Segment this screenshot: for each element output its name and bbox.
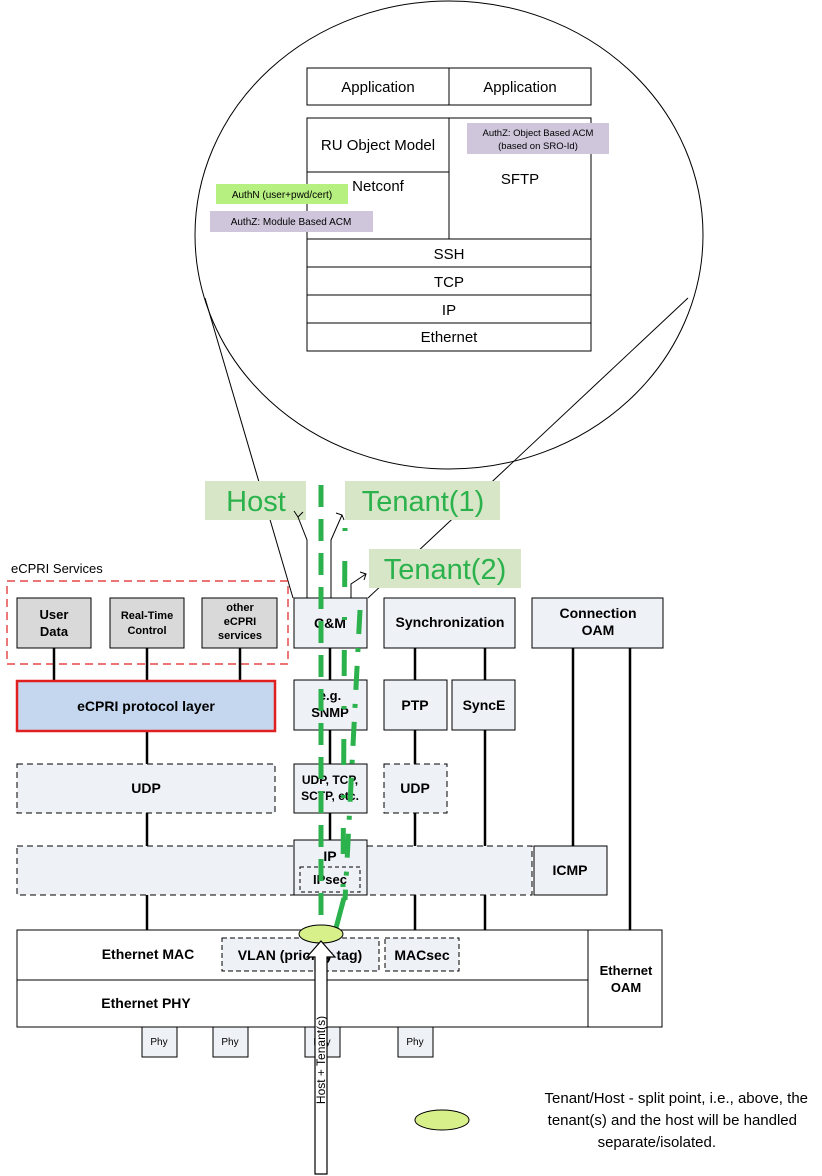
udp-tcp-line1: UDP, TCP,: [302, 773, 358, 787]
phy-box-2: [212, 1026, 249, 1058]
zoom-ip: IP: [442, 302, 456, 319]
tenant2-label-bg: [369, 549, 521, 588]
tenant1-label: Tenant(1): [362, 486, 485, 518]
zoom-ru-object-model: RU Object Model: [321, 137, 435, 154]
zoom-ssh: SSH: [434, 246, 465, 263]
udp-right-label: UDP: [400, 780, 430, 796]
ipsec-block: [299, 866, 361, 893]
zoom-netconf: Netconf: [352, 178, 405, 195]
zoom-sftp: SFTP: [501, 171, 539, 188]
ethernet-oam-line1: Ethernet: [600, 963, 653, 978]
icmp-block: [533, 845, 608, 896]
vlan-label: VLAN (priority tag): [238, 947, 362, 963]
other-services-line2: eCPRI: [224, 616, 256, 628]
synce-label: SyncE: [463, 697, 506, 713]
authz-object-line2: (based on SRO-Id): [498, 141, 578, 152]
cm-block: [293, 597, 368, 649]
authz-module-label: AuthZ: Module Based ACM: [231, 217, 352, 228]
synchronization-label: Synchronization: [396, 614, 505, 630]
ip-layer-region: [16, 845, 533, 896]
udp-left-block: [16, 763, 276, 814]
other-services-block: [201, 597, 278, 649]
legend-line3: separate/isolated.: [598, 1134, 716, 1151]
rt-control-line1: Real-Time: [121, 610, 173, 622]
tenant1-isolation-line: [340, 527, 348, 891]
connection-oam-line2: OAM: [582, 622, 615, 638]
phy-box-1: [141, 1026, 178, 1058]
ethernet-oam-line2: OAM: [611, 980, 641, 995]
user-data-line1: User: [40, 607, 69, 622]
zoom-connector-left: [204, 297, 294, 599]
ptp-label: PTP: [401, 697, 428, 713]
tenant2-label: Tenant(2): [384, 554, 507, 586]
other-services-line1: other: [226, 602, 254, 614]
ptp-block: [383, 679, 448, 731]
udp-tcp-block: [293, 763, 368, 814]
connection-oam-block: [531, 597, 664, 649]
isolation-lines: [318, 485, 363, 929]
phy-label-1: Phy: [150, 1037, 167, 1048]
cm-arrows: [293, 510, 367, 598]
rt-control-line2: Control: [127, 625, 166, 637]
udp-right-block: [383, 763, 448, 814]
authz-module-badge: [210, 211, 373, 232]
authz-object-line1: AuthZ: Object Based ACM: [483, 128, 594, 139]
zoom-tcp: TCP: [434, 274, 464, 291]
tenant2-isolation-line: [342, 609, 363, 901]
other-services-line3: services: [218, 630, 262, 642]
zoom-ethernet: Ethernet: [421, 329, 479, 346]
ip-label: IP: [323, 848, 336, 864]
authn-label: AuthN (user+pwd/cert): [232, 190, 332, 201]
authz-object-badge: [467, 123, 609, 154]
udp-tcp-line2: SCTP, etc.: [301, 789, 359, 803]
zoom-protocol-stack: Application Application RU Object Model …: [306, 67, 592, 352]
host-tenant-arrow-label: Host + Tenant(s): [314, 1016, 328, 1104]
ethernet-phy-label: Ethernet PHY: [101, 995, 191, 1011]
ecpri-protocol-layer: [15, 679, 277, 733]
phy-box-4: [397, 1026, 434, 1058]
legend-line2: tenant(s) and the host will be handled: [548, 1112, 797, 1129]
ecpri-protocol-layer-label: eCPRI protocol layer: [77, 698, 215, 714]
phy-label-4: Phy: [406, 1037, 423, 1048]
phy-label-2: Phy: [221, 1037, 238, 1048]
tenant1-label-bg: [345, 481, 500, 520]
phy-boxes: Phy Phy Phy Phy: [141, 1026, 434, 1058]
snmp-line1: e.g.: [319, 688, 341, 703]
connection-oam-line1: Connection: [560, 605, 637, 621]
synchronization-block: [383, 597, 516, 649]
vlan-block: [221, 937, 380, 972]
macsec-label: MACsec: [394, 947, 449, 963]
macsec-block: [384, 937, 460, 972]
host-tenant-arrow: Host + Tenant(s): [305, 940, 337, 1175]
host-label-bg: [205, 481, 306, 520]
user-data-line2: Data: [40, 624, 69, 639]
tenant-merge-line: [333, 897, 347, 929]
legend-split-marker: [414, 1109, 470, 1131]
icmp-label: ICMP: [553, 862, 588, 878]
ethernet-mac-label: Ethernet MAC: [102, 946, 195, 962]
zoom-connector-right: [367, 297, 689, 599]
user-data-block: [16, 597, 92, 649]
ethernet-phy-layer: [16, 979, 589, 1028]
legend-line1: Tenant/Host - split point, i.e., above, …: [545, 1090, 808, 1107]
udp-left-label: UDP: [131, 780, 161, 796]
ethernet-oam-block: [587, 929, 663, 1028]
authn-badge: [216, 184, 348, 204]
zoom-application-1: Application: [341, 79, 414, 96]
rt-control-block: [109, 597, 185, 649]
zoom-application-2: Application: [483, 79, 556, 96]
synce-block: [451, 679, 516, 731]
ecpri-services-title: eCPRI Services: [11, 561, 103, 576]
host-label: Host: [226, 486, 286, 518]
